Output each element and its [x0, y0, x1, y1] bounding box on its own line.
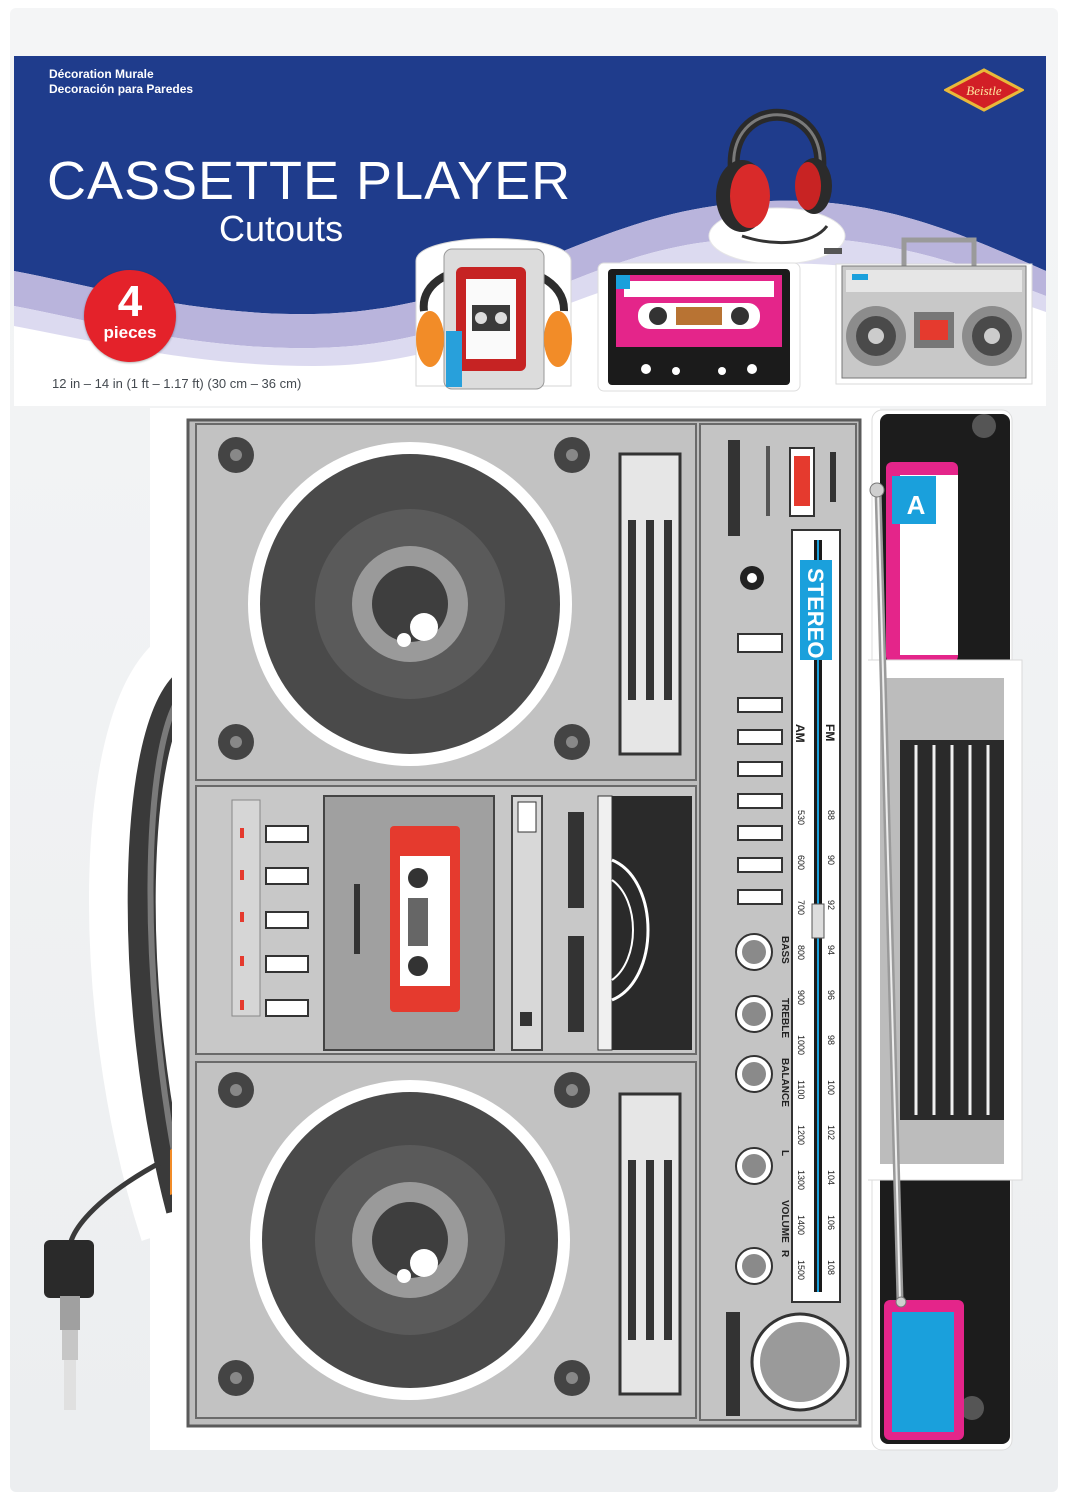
- am-scale-tick-9: 1400: [796, 1215, 806, 1235]
- knob-cap-l: [742, 1154, 766, 1178]
- knob-label-balance: BALANCE: [779, 1058, 790, 1107]
- am-scale-tick-3: 800: [796, 945, 806, 960]
- product-subtitle: Cutouts: [219, 208, 344, 249]
- knob-label-treble: TREBLE: [779, 998, 790, 1038]
- knob-label-r: R: [779, 1250, 790, 1258]
- knob-label-l: L: [779, 1150, 790, 1156]
- piece-count: 4: [117, 277, 143, 326]
- spanish-label: Decoración para Paredes: [49, 82, 194, 96]
- band-fm-label: FM: [823, 724, 837, 741]
- brand-logo: Beistle: [944, 68, 1024, 112]
- back-walkman-cutout: [861, 659, 1023, 1181]
- side-label: A: [907, 490, 926, 520]
- knob-cap-bass: [742, 940, 766, 964]
- size-info: 12 in – 14 in (1 ft – 1.17 ft) (30 cm – …: [52, 376, 302, 391]
- am-scale-tick-0: 530: [796, 810, 806, 825]
- product-title: CASSETTE PLAYER: [47, 151, 572, 211]
- am-scale-tick-6: 1100: [796, 1080, 806, 1099]
- audio-plug: [44, 1240, 94, 1298]
- fm-scale-tick-5: 98: [826, 1035, 836, 1045]
- am-scale-tick-8: 1300: [796, 1170, 806, 1190]
- fm-scale-tick-0: 88: [826, 810, 836, 820]
- knob-cap-balance: [742, 1062, 766, 1086]
- am-scale-tick-5: 1000: [796, 1035, 806, 1055]
- am-scale-tick-10: 1500: [796, 1260, 806, 1280]
- piece-count-badge: 4 pieces: [84, 270, 176, 362]
- walkman-thumbnail: [415, 238, 572, 390]
- fm-scale-tick-2: 92: [826, 900, 836, 910]
- boombox-cutout: STEREO AM FM 530 600 700 800 900 1000 1100 1200…: [172, 410, 907, 1442]
- headphones-thumbnail: [708, 108, 846, 265]
- fm-scale-tick-7: 102: [826, 1125, 836, 1140]
- fm-scale-tick-4: 96: [826, 990, 836, 1000]
- am-scale-tick-7: 1200: [796, 1125, 806, 1145]
- knob-cap-r: [742, 1254, 766, 1278]
- fm-scale-tick-1: 90: [826, 855, 836, 865]
- knob-label-bass: BASS: [779, 936, 790, 964]
- fm-scale-tick-3: 94: [826, 945, 836, 955]
- fm-scale: 88 90 92 94 96 98 100 102 104 106 108: [826, 810, 836, 1275]
- fm-scale-tick-10: 108: [826, 1260, 836, 1275]
- stereo-label: STEREO: [803, 568, 828, 658]
- am-scale: 530 600 700 800 900 1000 1100 1200 1300 1400 1500: [796, 810, 806, 1280]
- boombox-thumbnail: [835, 237, 1033, 385]
- brand-text: Beistle: [966, 83, 1002, 98]
- fm-scale-tick-8: 104: [826, 1170, 836, 1185]
- knob-cap-treble: [742, 1002, 766, 1026]
- knob-label-volume: VOLUME: [779, 1200, 790, 1243]
- am-scale-tick-1: 600: [796, 855, 806, 870]
- am-scale-tick-4: 900: [796, 990, 806, 1005]
- knobs-group: BASS TREBLE BALANCE L VOLUME R: [735, 933, 790, 1285]
- french-label: Décoration Murale: [49, 67, 154, 81]
- piece-unit: pieces: [103, 323, 157, 342]
- am-scale-tick-2: 700: [796, 900, 806, 915]
- fm-scale-tick-6: 100: [826, 1080, 836, 1095]
- cassette-thumbnail: [597, 262, 801, 392]
- tuner-needle: [811, 903, 825, 939]
- fm-scale-tick-9: 106: [826, 1215, 836, 1230]
- header-card: Décoration Murale Decoración para Parede…: [14, 56, 1046, 406]
- band-am-label: AM: [793, 724, 807, 743]
